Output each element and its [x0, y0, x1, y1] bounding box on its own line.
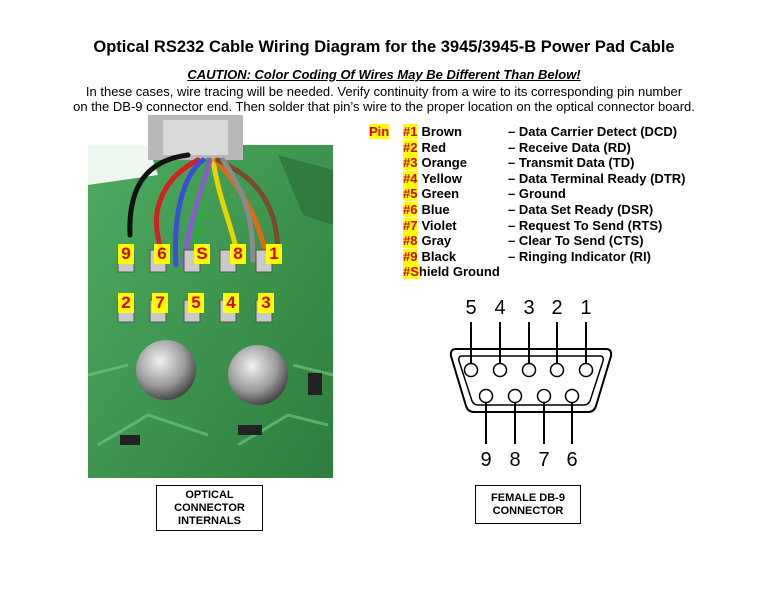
signal-name: – Data Carrier Detect (DCD)	[508, 124, 678, 139]
photo-pin-label: 1	[269, 244, 278, 263]
shield-row: #Shield Ground	[403, 264, 500, 280]
db9-pin-number: 8	[509, 449, 520, 471]
db9-pin-socket	[521, 362, 537, 378]
photo-pin-label: 3	[261, 293, 270, 312]
photo-pin-label: 4	[226, 293, 236, 312]
db9-pin-socket	[536, 388, 552, 404]
intro-text: In these cases, wire tracing will be nee…	[20, 84, 748, 114]
pin-number: #8	[403, 233, 418, 249]
db9-pin-number: 4	[494, 297, 505, 319]
signal-name: – Data Set Ready (DSR)	[508, 202, 654, 217]
pin-number: #2	[403, 139, 418, 155]
caption-line: CONNECTOR	[492, 504, 564, 517]
pin-number: #1	[403, 124, 418, 139]
db9-connector-caption: FEMALE DB-9 CONNECTOR	[475, 485, 581, 524]
photo-pin-label: 5	[191, 293, 200, 312]
optical-connector-caption: OPTICAL CONNECTOR INTERNALS	[156, 485, 263, 531]
wire-color: Orange	[421, 155, 467, 171]
db9-pin-socket	[549, 362, 565, 378]
pin-number: #5	[403, 186, 418, 202]
db9-pin-number: 7	[538, 449, 549, 471]
wire-color: Violet	[421, 217, 457, 233]
photo-pin-label-bg	[188, 293, 204, 313]
photo-pin-label-bg	[223, 293, 239, 313]
db9-pin-socket	[492, 362, 508, 378]
photo-pin-label: 8	[233, 244, 242, 263]
caution-note: CAUTION: Color Coding Of Wires May Be Di…	[187, 67, 581, 82]
caption-line: INTERNALS	[178, 514, 241, 527]
photo-pin-label-bg	[118, 293, 134, 313]
db9-pin-socket	[463, 362, 479, 378]
pin-number: #9	[403, 248, 418, 264]
pin-number: #3	[403, 155, 418, 171]
photo-pin-label-bg	[230, 244, 246, 264]
shield-prefix: #S	[403, 264, 419, 279]
db9-pin-number: 1	[580, 297, 591, 319]
db9-pin-number: 9	[480, 449, 491, 471]
pin-number: #6	[403, 202, 418, 217]
db9-pin-socket	[507, 388, 523, 404]
db9-pin-socket	[478, 388, 494, 404]
signal-name: – Ground	[508, 186, 566, 202]
db9-pin-number: 5	[465, 297, 476, 319]
optical-connector-photo: 9 6 S 8 1 2 7 5 4 3	[88, 115, 333, 478]
pin-header: Pin	[369, 124, 390, 139]
caption-line: OPTICAL	[185, 488, 234, 501]
photo-pin-label-bg	[118, 244, 134, 264]
signal-name: – Transmit Data (TD)	[508, 155, 635, 171]
photo-pin-label: 6	[157, 244, 166, 263]
wire-color: Yellow	[421, 170, 462, 186]
wire-color: Red	[421, 139, 447, 155]
shield-rest: hield Ground	[418, 264, 500, 279]
pin-number: #7	[403, 217, 418, 233]
db9-pin-number: 6	[566, 449, 577, 471]
signal-name: – Ringing Indicator (RI)	[508, 248, 651, 264]
photo-pin-label: 9	[121, 244, 130, 263]
signal-name: – Clear To Send (CTS)	[508, 233, 644, 249]
signal-name: – Receive Data (RD)	[508, 139, 631, 155]
photo-pin-label-bg	[258, 293, 274, 313]
wire-color: Blue	[421, 202, 450, 217]
wire-color: Black	[421, 248, 457, 264]
caption-line: CONNECTOR	[174, 501, 245, 514]
signal-name: – Data Terminal Ready (DTR)	[508, 170, 686, 186]
db9-pin-socket	[564, 388, 580, 404]
photo-pin-label-bg	[154, 244, 170, 264]
pin-number: #4	[403, 170, 418, 186]
intro-line-2: on the DB-9 connector end. Then solder t…	[73, 99, 695, 114]
photo-pin-label-bg	[194, 244, 210, 264]
caption-line: FEMALE DB-9	[491, 491, 565, 504]
photo-pin-label-bg	[152, 293, 168, 313]
photo-pin-label: S	[196, 244, 207, 263]
wire-color: Gray	[421, 233, 452, 249]
db9-pin-number: 2	[551, 297, 562, 319]
photo-pin-label-bg	[266, 244, 282, 264]
wire-color: Green	[421, 186, 460, 202]
photo-pin-label: 7	[155, 293, 164, 312]
photo-pin-label: 2	[121, 293, 130, 312]
intro-line-1: In these cases, wire tracing will be nee…	[85, 84, 683, 99]
wire-color: Brown	[421, 124, 462, 139]
db9-pin-number: 3	[523, 297, 534, 319]
signal-name: – Request To Send (RTS)	[508, 217, 663, 233]
page-title: Optical RS232 Cable Wiring Diagram for t…	[93, 38, 675, 56]
db9-pin-socket	[578, 362, 594, 378]
